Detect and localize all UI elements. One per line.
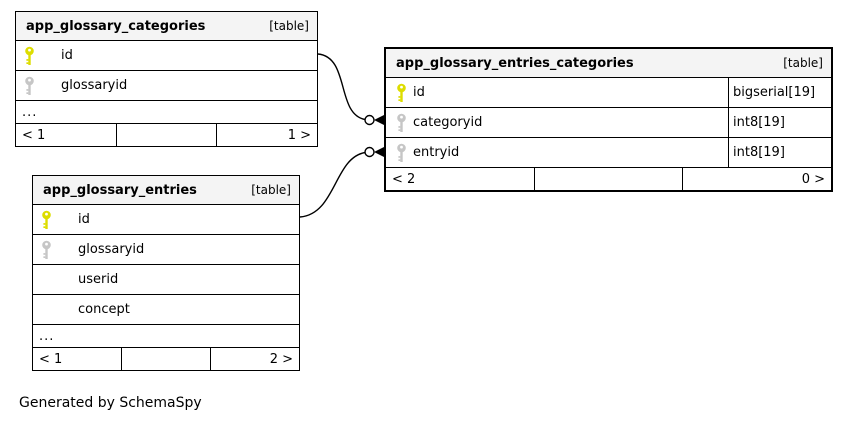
footer-spacer <box>121 348 210 370</box>
relationship-line-entryid <box>299 146 384 218</box>
table-name[interactable]: app_glossary_categories <box>26 18 206 34</box>
table-app_glossary_entries[interactable]: app_glossary_entries [table] id <box>32 175 300 371</box>
table-type-tag: [table] <box>251 183 291 197</box>
cardinality-circle-icon <box>364 146 375 158</box>
table-name[interactable]: app_glossary_entries <box>43 182 197 198</box>
column-name: userid <box>78 272 119 287</box>
column-name: id <box>61 48 73 63</box>
arrowhead-icon <box>374 115 384 125</box>
footer-children-count: 2 > <box>210 348 299 370</box>
primary-key-icon <box>396 83 407 102</box>
column-type: bigserial[19] <box>728 78 831 107</box>
column-row-entryid: entryid int8[19] <box>386 137 831 167</box>
column-row-id: id <box>33 204 299 234</box>
table-footer: < 1 1 > <box>16 123 317 146</box>
table-header: app_glossary_categories [table] <box>16 12 317 40</box>
table-header: app_glossary_entries [table] <box>33 176 299 204</box>
cardinality-circle-icon <box>364 114 375 126</box>
table-type-tag: [table] <box>269 19 309 33</box>
column-row-concept: concept <box>33 294 299 324</box>
column-type: int8[19] <box>728 138 831 167</box>
table-footer: < 2 0 > <box>386 167 831 190</box>
footer-parents-count: < 1 <box>39 351 63 367</box>
column-row-glossaryid: glossaryid <box>16 70 317 100</box>
table-footer: < 1 2 > <box>33 347 299 370</box>
ellipsis-row: ... <box>16 100 317 123</box>
footer-children-count: 0 > <box>682 168 831 190</box>
footer-children-count: 1 > <box>216 124 317 146</box>
column-row-categoryid: categoryid int8[19] <box>386 107 831 137</box>
column-name: id <box>78 212 90 227</box>
table-app_glossary_categories[interactable]: app_glossary_categories [table] id <box>15 11 318 147</box>
column-name: categoryid <box>413 115 483 130</box>
table-header: app_glossary_entries_categories [table] <box>386 49 831 77</box>
column-row-id: id bigserial[19] <box>386 77 831 107</box>
footer-spacer <box>115 124 217 146</box>
footer-spacer <box>533 168 683 190</box>
foreign-key-icon <box>24 76 35 95</box>
column-name: entryid <box>413 145 460 160</box>
foreign-key-icon <box>396 143 407 162</box>
table-app_glossary_entries_categories[interactable]: app_glossary_entries_categories [table] … <box>384 47 833 192</box>
column-name: id <box>413 85 425 100</box>
table-type-tag: [table] <box>783 56 823 70</box>
primary-key-icon <box>24 46 35 65</box>
relationship-line-categoryid <box>317 53 384 126</box>
primary-key-icon <box>41 210 52 229</box>
footer-parents-count: < 2 <box>392 171 416 187</box>
foreign-key-icon <box>41 240 52 259</box>
column-name: concept <box>78 302 130 317</box>
arrowhead-icon <box>374 147 384 157</box>
generated-by-note: Generated by SchemaSpy <box>19 395 202 411</box>
foreign-key-icon <box>396 113 407 132</box>
footer-parents-count: < 1 <box>22 127 46 143</box>
column-row-glossaryid: glossaryid <box>33 234 299 264</box>
ellipsis-row: ... <box>33 324 299 347</box>
column-row-id: id <box>16 40 317 70</box>
column-row-userid: userid <box>33 264 299 294</box>
column-type: int8[19] <box>728 108 831 137</box>
table-name[interactable]: app_glossary_entries_categories <box>396 55 634 71</box>
column-name: glossaryid <box>78 242 145 257</box>
column-name: glossaryid <box>61 78 128 93</box>
